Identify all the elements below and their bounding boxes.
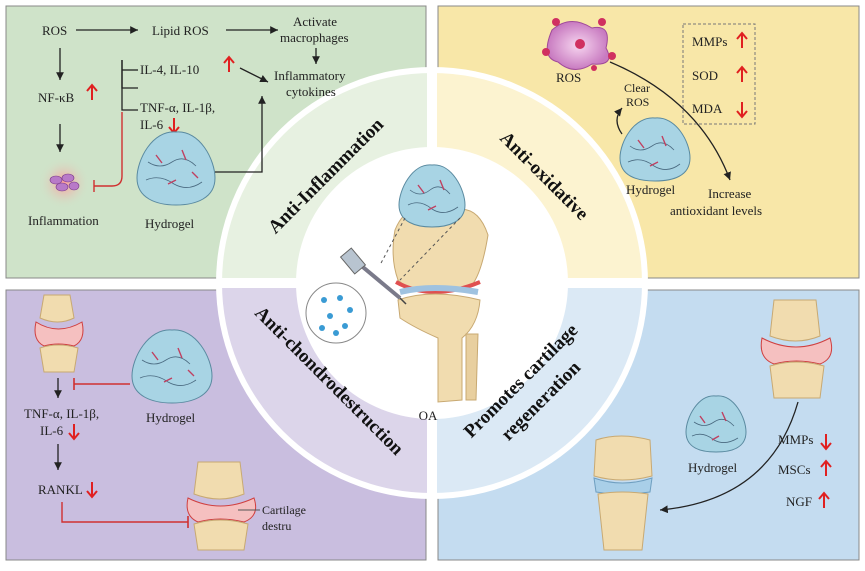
oa-label: OA (419, 408, 438, 423)
mmps-label-oxidative: MMPs (692, 34, 727, 49)
hydrogel-icon-oxidative (619, 117, 691, 182)
tnf-label: TNF-α, IL-1β, (140, 100, 215, 115)
lipid-ros-label: Lipid ROS (152, 23, 209, 38)
inhibition-line (93, 112, 123, 192)
hydrogel-icon-inflammation (136, 131, 216, 206)
rankl-label: RANKL (38, 482, 83, 497)
hydrogel-icon-chondro (131, 329, 213, 404)
cartilage-label: Cartilage (262, 503, 306, 517)
center-hydrogel-icon (398, 164, 466, 228)
inflammation-label: Inflammation (28, 213, 99, 228)
mda-label: MDA (692, 101, 723, 116)
hydrogel-label-oxidative: Hydrogel (626, 182, 675, 197)
mscs-label: MSCs (778, 462, 811, 477)
hydrogel-label-regen: Hydrogel (688, 460, 737, 475)
hydrogel-particles (319, 295, 353, 336)
ros-cluster-icon (542, 18, 616, 71)
hydrogel-label-chondro: Hydrogel (146, 410, 195, 425)
mmps-label-regen: MMPs (778, 432, 813, 447)
hydrogel-label-inflammation: Hydrogel (145, 216, 194, 231)
antioxidant-levels-label: antioxidant levels (670, 203, 762, 218)
inflammatory-label: Inflammatory (274, 68, 346, 83)
destruction-label: destru (262, 519, 291, 533)
ros-label: ROS (42, 23, 67, 38)
damaged-knee-icon (186, 461, 257, 551)
inflammation-cell-icon (49, 173, 80, 192)
clear-ros-label: ROS (626, 95, 649, 109)
macrophages-label: macrophages (280, 30, 349, 45)
nfkb-label: NF-κB (38, 90, 74, 105)
healthy-knee-icon (593, 435, 653, 551)
il6-label: IL-6 (140, 117, 164, 132)
tnf-label-chondro: TNF-α, IL-1β, (24, 406, 99, 421)
marker-box (682, 23, 756, 125)
knee-joint-icon-chondro (34, 294, 84, 373)
damaged-knee-icon-regen (760, 299, 833, 399)
increase-label: Increase (708, 186, 752, 201)
ngf-label: NGF (786, 494, 812, 509)
cytokines-label: cytokines (286, 84, 336, 99)
activate-label: Activate (293, 14, 337, 29)
sod-label: SOD (692, 68, 718, 83)
clear-label: Clear (624, 81, 650, 95)
il6-label-chondro: IL-6 (40, 423, 64, 438)
ros-label-oxidative: ROS (556, 70, 581, 85)
il4-il10-label: IL-4, IL-10 (140, 62, 199, 77)
hydrogel-icon-regen (685, 395, 747, 453)
